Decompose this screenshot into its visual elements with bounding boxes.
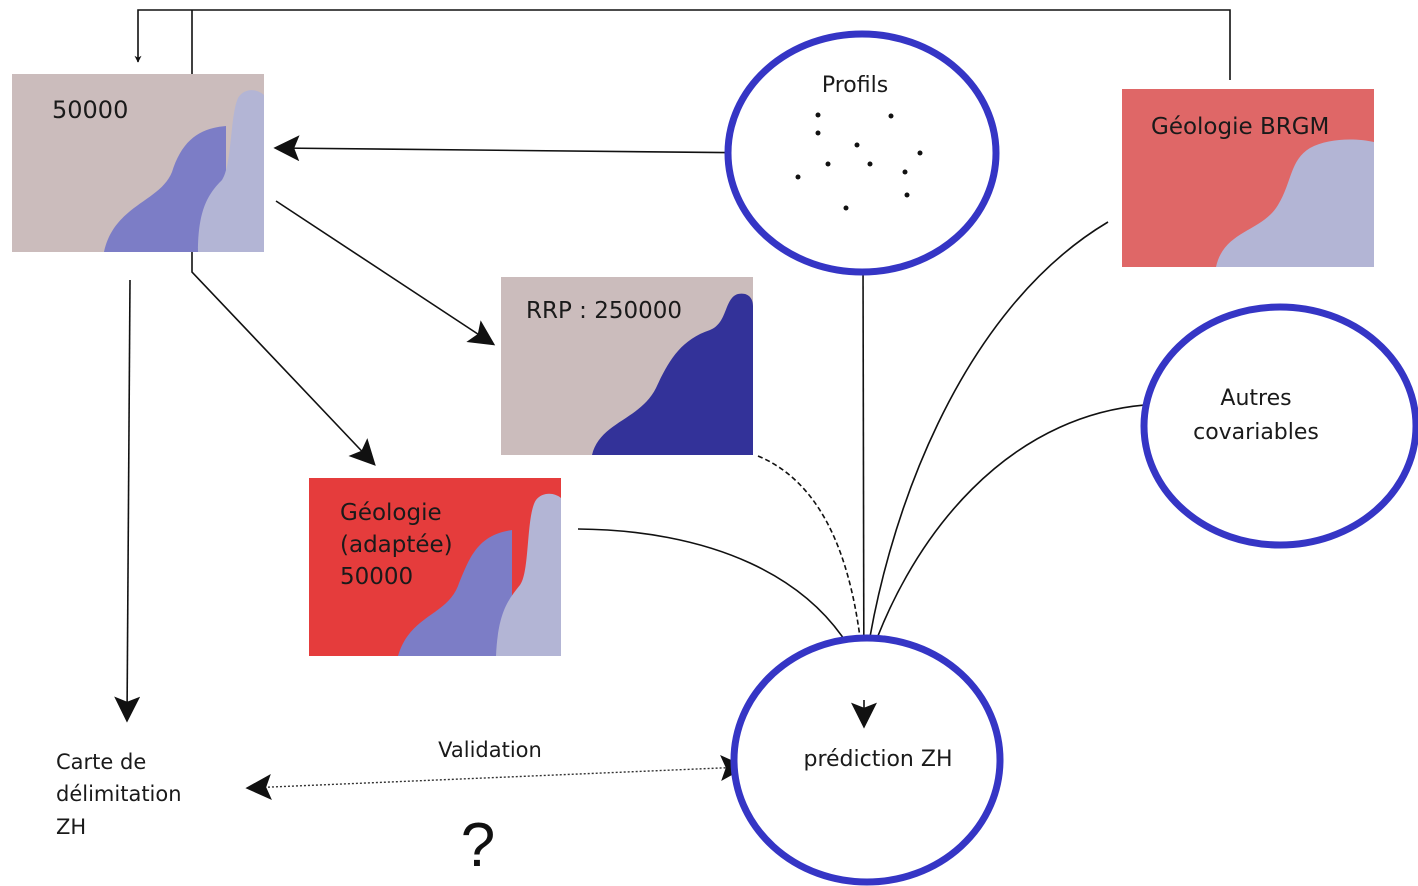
carte-line-1: Carte de — [56, 750, 146, 774]
circle-label-covariables: covariables — [1193, 420, 1319, 445]
box-label-50000: 50000 — [52, 96, 128, 124]
profile-point — [854, 142, 860, 148]
circle-label-autres: Autres — [1220, 386, 1291, 411]
carte-line-2: délimitation — [56, 782, 182, 806]
profile-point — [815, 112, 821, 118]
box-label-adaptee: (adaptée) — [340, 532, 453, 558]
profile-point — [904, 192, 910, 198]
profile-point — [917, 150, 923, 156]
box-label-50000: 50000 — [340, 564, 413, 590]
map-box-50000: 50000 — [12, 74, 264, 252]
map-shape-light — [1216, 139, 1374, 267]
profile-point — [843, 205, 849, 211]
question-mark: ? — [461, 811, 495, 880]
connector-brgm-to-50000 — [134, 9, 1231, 80]
profile-point — [902, 169, 908, 175]
connector-validation — [245, 755, 747, 800]
carte-line-3: ZH — [56, 815, 86, 839]
map-box-geologie-brgm: Géologie BRGM — [1122, 89, 1374, 267]
box-label-geologie: Géologie — [340, 500, 442, 526]
profile-point — [815, 130, 821, 136]
connector-50000-to-carte — [114, 279, 141, 723]
map-box-rrp: RRP : 250000 — [501, 277, 753, 455]
connector-profils-to-50000 — [273, 135, 767, 162]
carte-delimitation-label: Carte de délimitation ZH — [56, 750, 182, 839]
box-label-rrp: RRP : 250000 — [526, 298, 682, 324]
profile-points — [795, 112, 923, 211]
map-shape-dark — [592, 293, 753, 455]
connector-brgm-to-prediction — [863, 221, 1109, 677]
profile-point — [867, 161, 873, 167]
profile-point — [888, 113, 894, 119]
box-label-brgm: Géologie BRGM — [1151, 114, 1329, 140]
validation-label: Validation — [438, 738, 542, 762]
circle-profils: Profils — [724, 30, 1000, 276]
connector-50000-to-rrp — [275, 200, 496, 346]
map-shape-light — [496, 493, 561, 656]
map-shape-medium — [104, 126, 226, 252]
map-box-geologie-adaptee: Géologie (adaptée) 50000 — [309, 478, 561, 656]
circle-label-prediction: prédiction ZH — [804, 747, 953, 772]
circle-label-profils: Profils — [822, 73, 888, 98]
profile-point — [825, 161, 831, 167]
map-shape-light — [198, 90, 264, 252]
map-shape-medium — [398, 530, 512, 656]
circle-outline — [730, 634, 1004, 886]
connector-autres-to-prediction — [863, 403, 1169, 677]
circle-outline — [724, 30, 1000, 276]
circle-prediction-zh: prédiction ZH — [730, 634, 1004, 886]
circle-outline — [1140, 303, 1418, 549]
circle-autres-covariables: Autres covariables — [1140, 303, 1418, 549]
profile-point — [795, 174, 801, 180]
